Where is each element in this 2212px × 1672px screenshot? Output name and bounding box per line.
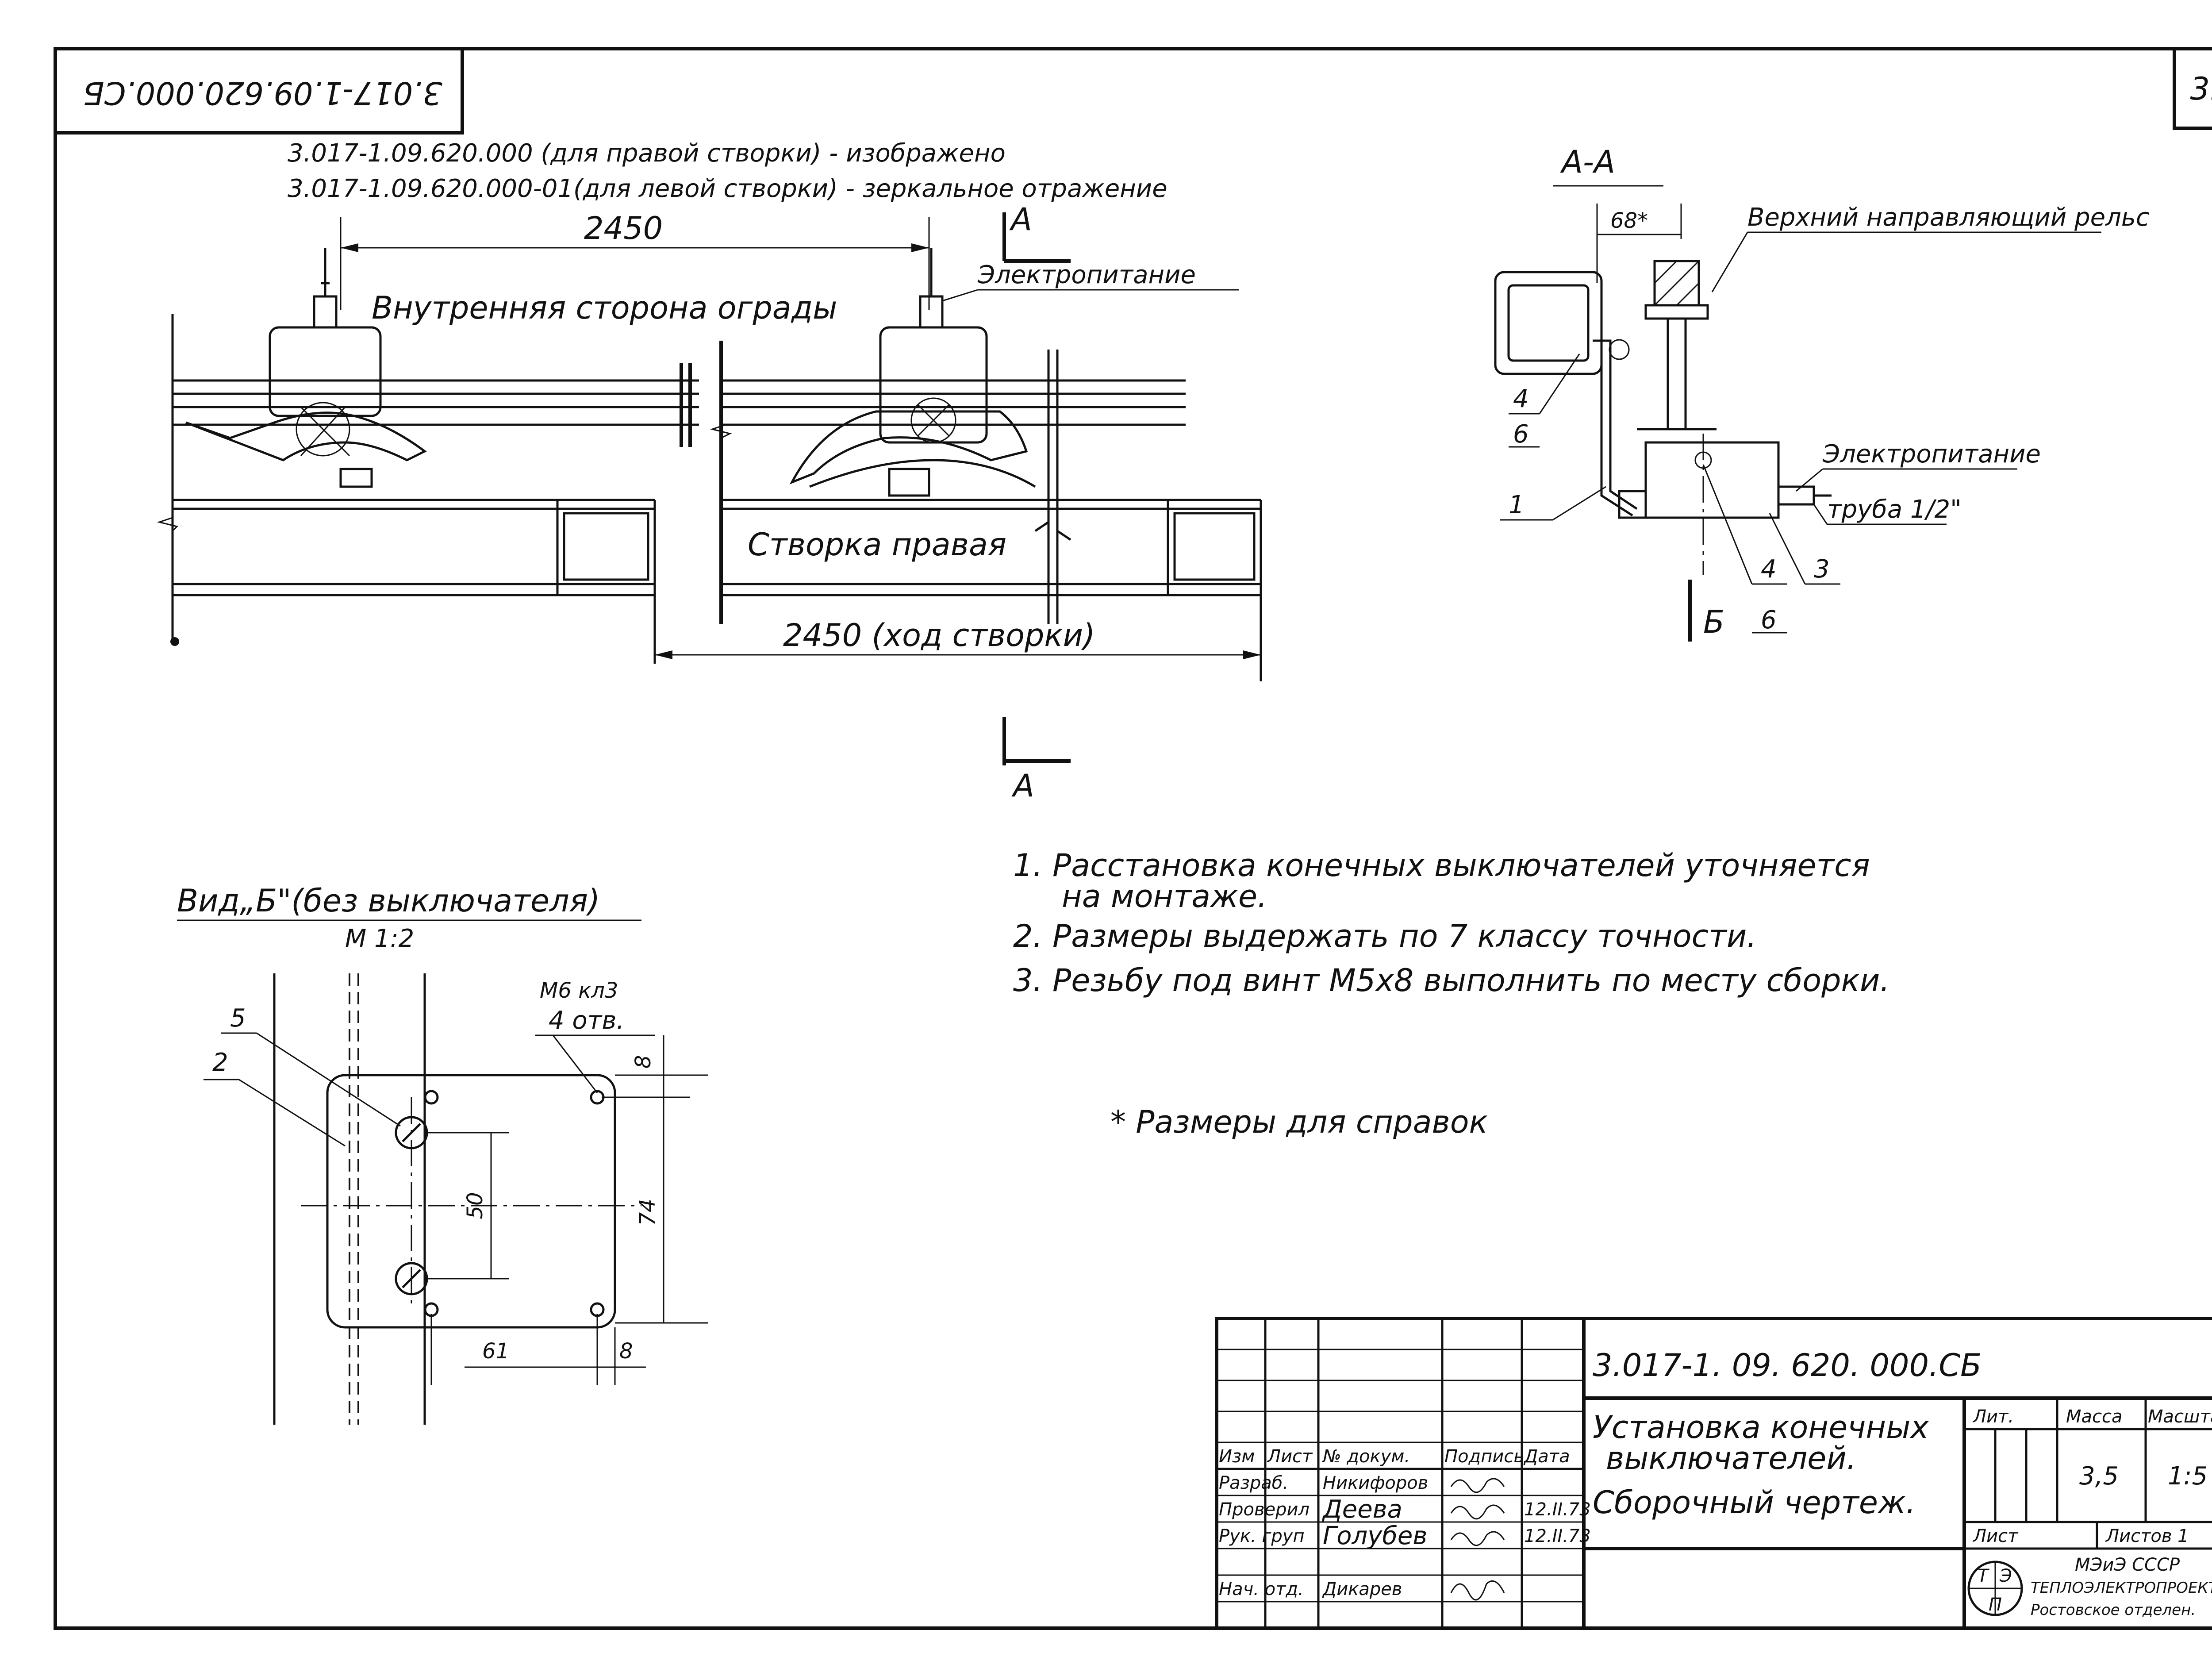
tb-col-izm: Изм [1219,1446,1255,1467]
dim-74: 74 [635,1199,660,1226]
view-b: Вид„Б"(без выключателя) М 1:2 50 74 [177,883,708,1425]
tb-role-4: Нач. отд. [1219,1579,1304,1599]
dim-bottom-2450: 2450 (ход створки) [783,617,1095,653]
tb-doc-code: 3.017-1. 09. 620. 000.СБ [1593,1347,1982,1384]
view-mark-b: Б [1703,604,1724,640]
svg-text:Э: Э [1999,1566,2012,1586]
tb-org-1: МЭиЭ СССР [2075,1555,2180,1575]
tb-role-1: Разраб. [1219,1473,1288,1493]
title-block: Изм Лист № докум. Подпись Дата Разраб. Н… [1215,1317,2212,1630]
label-leaf: Створка правая [748,527,1006,563]
tb-date-3: 12.II.73 [1524,1526,1591,1546]
tb-name-line1: Установка конечных [1593,1409,1929,1445]
tb-role-2: Проверил [1219,1499,1310,1520]
tb-date-2: 12.II.73 [1524,1499,1591,1520]
tb-name-line3: Сборочный чертеж. [1593,1484,1916,1521]
section-aa-title: А-А [1560,144,1615,180]
tb-sheet-label: Лист [1972,1526,2019,1546]
callout-2: 2 [212,1048,228,1077]
sheet-frame [54,47,2212,1630]
tb-org-2: ТЕПЛОЭЛЕКТРОПРОЕКТ [2031,1579,2212,1597]
tb-col-date: Дата [1523,1446,1570,1467]
thread-note: М6 кл3 [540,978,618,1003]
tb-mass-value: 3,5 [2079,1462,2119,1491]
corner-code: 3.017-1.09.620.000.СБ [83,75,442,111]
label-pipe: труба 1/2" [1827,495,1962,524]
header-note-left-leaf: 3.017-1.09.620.000-01(для левой створки)… [288,174,1167,203]
header-note-right-leaf: 3.017-1.09.620.000 (для правой створки) … [288,139,1006,168]
callout-4a: 4 [1513,384,1529,413]
callout-1: 1 [1509,491,1525,519]
tb-col-sign: Подпись [1444,1446,1524,1467]
label-power-main: Электропитание [977,261,1196,289]
tb-sign-1 [1450,1478,1505,1493]
dim-50: 50 [463,1192,488,1219]
tb-sign-2 [1450,1504,1505,1520]
note-3: 3. Резьбу под винт М5х8 выполнить по мес… [1013,962,1890,999]
tb-org-3: Ростовское отделен. [2031,1601,2196,1619]
callout-3: 3 [1814,555,1830,584]
note-1b: на монтаже. [1062,878,1267,915]
view-b-title: Вид„Б"(без выключателя) [177,883,600,919]
tb-col-doc: № докум. [1322,1446,1410,1467]
dim-61: 61 [482,1339,509,1364]
note-2: 2. Размеры выдержать по 7 классу точност… [1013,918,1757,954]
tb-name-1: Никифоров [1323,1473,1428,1493]
dim-8-top: 8 [631,1055,656,1069]
label-inner-side: Внутренняя сторона ограды [372,290,837,326]
view-b-scale: М 1:2 [345,924,414,953]
callout-5: 5 [230,1004,246,1033]
tb-col-list: Лист [1267,1446,1313,1467]
main-view: 2450 А Внутренняя сторона ограды Электро… [157,201,1262,804]
tb-sign-3 [1450,1531,1505,1546]
technical-notes: 1. Расстановка конечных выключателей уто… [1013,847,1890,1140]
holes-note: 4 отв. [549,1006,624,1035]
tb-name-4: Дикарев [1322,1579,1402,1599]
org-logo: Т Э П [1967,1561,2023,1616]
svg-text:П: П [1989,1595,2002,1615]
label-upper-rail-1: Верхний направляющий рельс [1747,203,2150,232]
tb-sheets-label: Листов 1 [2105,1526,2189,1546]
tb-name-line2: выключателей. [1606,1440,1856,1476]
reference-note: * Размеры для справок [1110,1104,1488,1140]
section-mark-top: А [1009,201,1032,238]
section-mark-bottom: А [1011,768,1034,804]
tb-mass-label: Масса [2066,1407,2123,1427]
label-power-aa: Электропитание [1822,440,2041,469]
section-a-a: А-А 68* Верхний направляющий рельс [1494,144,2150,642]
tb-role-3: Рук. груп [1219,1526,1305,1546]
tb-name-3: Голубев [1323,1522,1427,1550]
callout-6a: 6 [1513,420,1529,449]
sheet-number-box: 31 [2173,47,2212,130]
tb-scale-value: 1:5 [2168,1462,2208,1491]
dim-top-2450: 2450 [584,210,663,246]
dim-8-bottom: 8 [619,1339,633,1364]
callout-4b: 4 [1761,555,1777,584]
corner-code-box: 3.017-1.09.620.000.СБ [54,47,464,135]
note-1a: 1. Расстановка конечных выключателей уто… [1013,847,1870,884]
tb-scale-label: Масштаб [2148,1407,2212,1427]
callout-6b: 6 [1761,606,1777,634]
tb-sign-4 [1450,1580,1505,1601]
svg-text:Т: Т [1978,1566,1990,1586]
tb-name-2: Деева [1321,1495,1402,1524]
sheet-number: 31 [2190,71,2212,107]
tb-lit-label: Лит. [1972,1407,2014,1427]
dim-68: 68* [1610,208,1648,233]
